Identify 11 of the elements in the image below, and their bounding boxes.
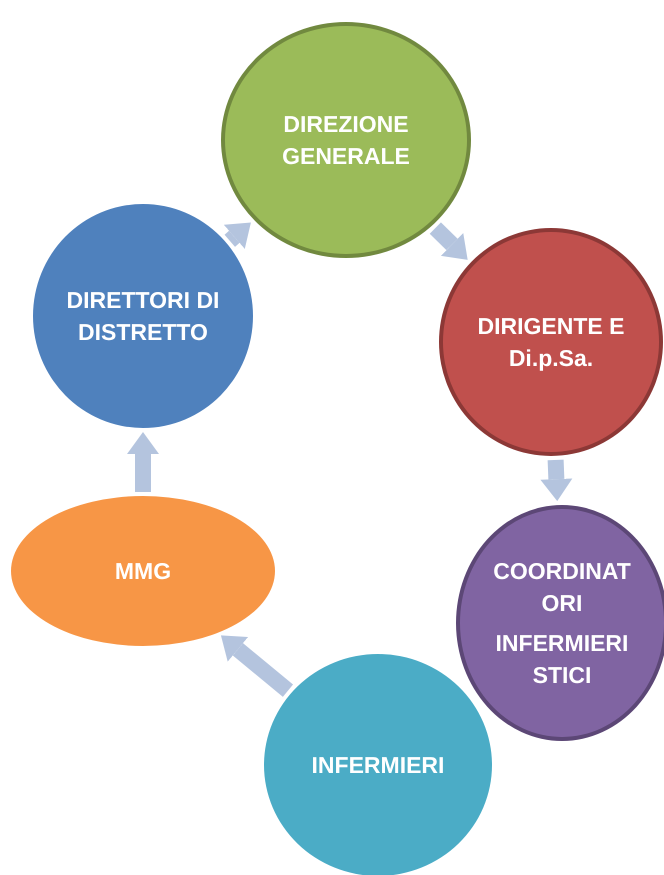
block-arrow [224, 222, 251, 249]
node-label: MMG [114, 556, 172, 586]
block-arrow [540, 460, 572, 502]
node-label: COORDINATORI [492, 556, 632, 618]
node-label: INFERMIERISTICI [494, 629, 630, 690]
node-label: INFERMIERI [312, 750, 444, 780]
node-label: DIRETTORI DI DISTRETTO [66, 286, 220, 347]
node-label: DIREZIONE GENERALE [281, 110, 411, 171]
block-arrow [220, 635, 294, 697]
node-label: DIRIGENTE E Di.p.Sa. [476, 312, 626, 373]
block-arrow [430, 222, 468, 260]
